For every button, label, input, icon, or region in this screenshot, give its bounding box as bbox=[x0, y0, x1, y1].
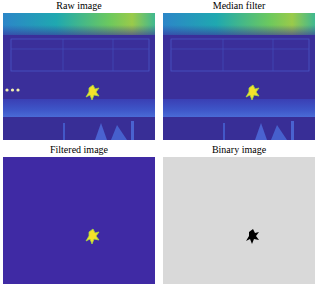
image-panel: Filtered image bbox=[3, 144, 155, 284]
image-panel: Binary image bbox=[163, 144, 315, 284]
panel-title: Raw image bbox=[3, 0, 155, 12]
panel-title: Binary image bbox=[163, 144, 315, 156]
panel-title: Filtered image bbox=[3, 144, 155, 156]
image-panel: Median filter bbox=[163, 0, 315, 140]
panel-title: Median filter bbox=[163, 0, 315, 12]
image-panel: Raw image bbox=[3, 0, 155, 140]
